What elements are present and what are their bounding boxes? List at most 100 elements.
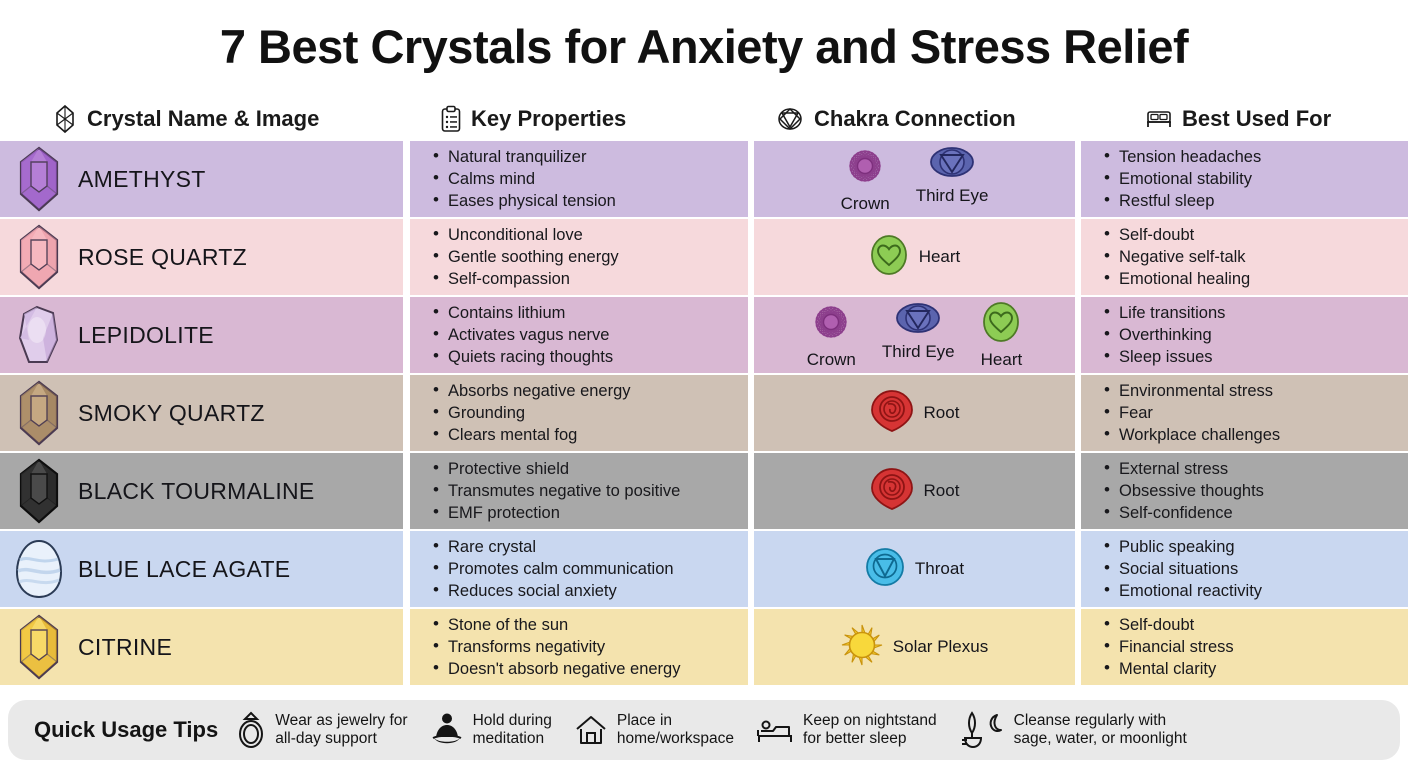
column-divider (403, 531, 410, 607)
list-item: Tension headaches (1104, 145, 1261, 168)
list-item: Quiets racing thoughts (433, 345, 613, 368)
crystal-name-label: LEPIDOLITE (78, 321, 214, 348)
chakra-label: Throat (914, 559, 965, 578)
key-properties-list: Absorbs negative energyGroundingClears m… (410, 379, 630, 446)
column-divider (403, 375, 410, 451)
column-divider (1075, 141, 1081, 217)
footer-title: Quick Usage Tips (34, 717, 219, 742)
list-item: Fear (1104, 401, 1280, 424)
crystal-name-cell: SMOKY QUARTZ (0, 375, 403, 451)
list-item: Sleep issues (1104, 345, 1225, 368)
column-header-label: Chakra Connection (814, 106, 1016, 131)
crystal-name-cell: ROSE QUARTZ (0, 219, 403, 295)
chakra-label: Third Eye (881, 341, 955, 361)
column-divider (748, 531, 754, 607)
column-divider (748, 609, 754, 685)
list-item: Eases physical tension (433, 189, 616, 212)
amethyst-crystal-icon (0, 146, 78, 212)
list-item: Workplace challenges (1104, 423, 1280, 446)
column-header-chakra-connection: Chakra Connection (775, 98, 1016, 140)
best-used-for-cell: Life transitionsOverthinkingSleep issues (1081, 297, 1408, 373)
list-item: Calms mind (433, 167, 616, 190)
table-row[interactable]: ROSE QUARTZUnconditional loveGentle soot… (0, 219, 1408, 295)
key-properties-cell: Protective shieldTransmutes negative to … (410, 453, 748, 529)
list-item: Public speaking (1104, 535, 1262, 558)
chakra-item: Solar Plexus (841, 624, 988, 671)
heart-chakra-icon (869, 234, 909, 281)
crystal-icon (52, 104, 78, 134)
list-item: Emotional reactivity (1104, 579, 1262, 602)
column-divider (403, 141, 410, 217)
usage-tip-line2: for better sleep (803, 730, 907, 747)
list-item: Transforms negativity (433, 635, 680, 658)
list-item: Obsessive thoughts (1104, 479, 1264, 502)
best-used-for-list: External stressObsessive thoughtsSelf-co… (1081, 457, 1264, 524)
usage-tip-line2: all-day support (275, 730, 377, 747)
throat-chakra-icon (865, 547, 905, 592)
list-item: Reduces social anxiety (433, 579, 674, 602)
citrine-crystal-icon (0, 614, 78, 680)
list-item: Emotional stability (1104, 167, 1261, 190)
crown-chakra-icon (844, 145, 886, 192)
key-properties-list: Rare crystalPromotes calm communicationR… (410, 535, 674, 602)
column-divider (748, 375, 754, 451)
list-item: Life transitions (1104, 301, 1225, 324)
crystal-name-cell: AMETHYST (0, 141, 403, 217)
best-used-for-cell: Environmental stressFearWorkplace challe… (1081, 375, 1408, 451)
list-item: Emotional healing (1104, 267, 1250, 290)
chakra-group: Throat (865, 547, 964, 592)
usage-tip-line2: meditation (472, 730, 545, 747)
chakra-label: Root (923, 403, 960, 422)
list-item: Activates vagus nerve (433, 323, 613, 346)
column-divider (748, 297, 754, 373)
table-row[interactable]: SMOKY QUARTZAbsorbs negative energyGroun… (0, 375, 1408, 451)
chakra-item: Heart (981, 301, 1022, 370)
best-used-for-list: Life transitionsOverthinkingSleep issues (1081, 301, 1225, 368)
bed-icon (1145, 107, 1173, 131)
list-item: Mental clarity (1104, 657, 1234, 680)
chakra-item: Crown (807, 301, 856, 370)
list-item: Self-doubt (1104, 223, 1250, 246)
list-item: Promotes calm communication (433, 557, 674, 580)
table-row[interactable]: BLUE LACE AGATE Rare crystalPromotes calm… (0, 531, 1408, 607)
crystal-name-label: CITRINE (78, 633, 173, 660)
list-item: Rare crystal (433, 535, 674, 558)
list-item: Overthinking (1104, 323, 1225, 346)
chakra-item: Heart (869, 234, 960, 281)
column-header-label: Crystal Name & Image (87, 106, 320, 131)
column-divider (403, 297, 410, 373)
third-eye-chakra-icon (895, 301, 941, 340)
usage-tip-line1: Place in (616, 711, 673, 729)
root-chakra-icon (870, 389, 914, 438)
usage-tip-line1: Cleanse regularly with (1013, 711, 1167, 729)
usage-tip-line1: Hold during (472, 711, 552, 729)
key-properties-cell: Contains lithiumActivates vagus nerveQui… (410, 297, 748, 373)
list-item: Self-compassion (433, 267, 619, 290)
crystal-name-label: BLUE LACE AGATE (78, 555, 291, 582)
chakra-label: Crown (840, 193, 890, 213)
list-item: Doesn't absorb negative energy (433, 657, 680, 680)
best-used-for-cell: Tension headachesEmotional stabilityRest… (1081, 141, 1408, 217)
chakra-group: Crown Third Eye Heart (807, 301, 1022, 370)
column-divider (1075, 531, 1081, 607)
table-row[interactable]: BLACK TOURMALINE Protective shieldTransmu… (0, 453, 1408, 529)
key-properties-cell: Stone of the sunTransforms negativityDoe… (410, 609, 748, 685)
chakra-label: Solar Plexus (892, 637, 989, 656)
table-row[interactable]: AMETHYSTNatural tranquilizerCalms mindEa… (0, 141, 1408, 217)
table-row[interactable]: LEPIDOLITE Contains lithiumActivates vagu… (0, 297, 1408, 373)
chakra-item: Crown (841, 145, 890, 214)
crystal-name-label: BLACK TOURMALINE (78, 477, 315, 504)
key-properties-cell: Rare crystalPromotes calm communicationR… (410, 531, 748, 607)
chakra-connection-cell: Crown Third Eye (754, 141, 1075, 217)
table-row[interactable]: CITRINE Stone of the sunTransforms negati… (0, 609, 1408, 685)
crystal-name-label: AMETHYST (78, 165, 206, 192)
key-properties-cell: Unconditional loveGentle soothing energy… (410, 219, 748, 295)
list-item: Restful sleep (1104, 189, 1261, 212)
key-properties-cell: Absorbs negative energyGroundingClears m… (410, 375, 748, 451)
